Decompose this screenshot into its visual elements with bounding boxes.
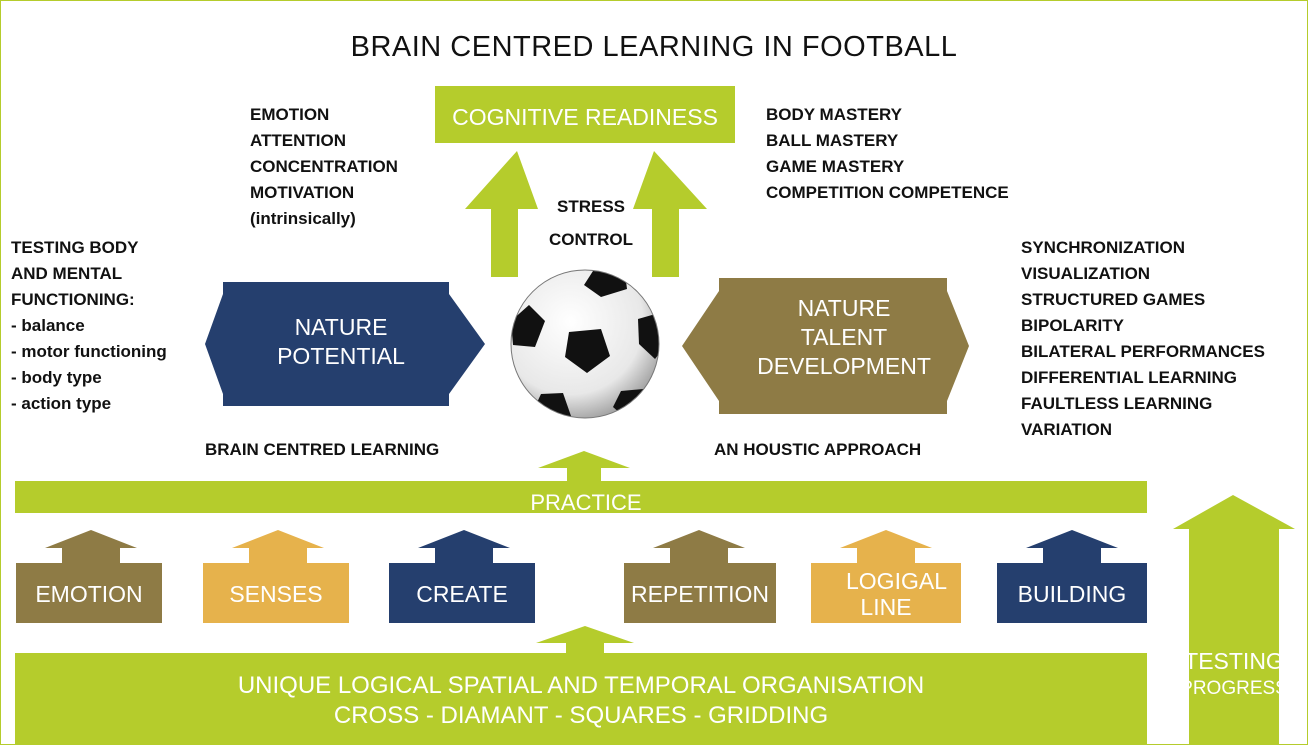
pillar-create-label: CREATE xyxy=(416,581,508,607)
pillar-senses-label: SENSES xyxy=(229,581,323,607)
list-item: FAULTLESS LEARNING xyxy=(1021,394,1213,413)
list-item: BALL MASTERY xyxy=(766,131,899,150)
stress-control-label: STRESS CONTROL xyxy=(548,197,634,249)
pillar-arrows xyxy=(16,530,1147,623)
methods-list: SYNCHRONIZATION VISUALIZATION STRUCTURED… xyxy=(1021,235,1265,443)
diagram-title: BRAIN CENTRED LEARNING IN FOOTBALL xyxy=(350,31,958,63)
nature-talent-label: NATURE TALENT DEVELOPMENT xyxy=(757,295,931,379)
list-item: MOTIVATION xyxy=(250,183,355,202)
pillar-logical-line-label: LOGIGAL LINE xyxy=(846,568,947,620)
list-item: GAME MASTERY xyxy=(766,157,905,176)
testing-progress-arrow xyxy=(1173,495,1295,744)
practice-up-arrow xyxy=(538,451,630,481)
brain-centred-caption: BRAIN CENTRED LEARNING xyxy=(205,440,440,459)
practice-label: PRACTICE xyxy=(530,490,642,515)
cognitive-factors-list: EMOTION ATTENTION CONCENTRATION MOTIVATI… xyxy=(250,102,398,232)
list-item: - action type xyxy=(11,394,112,413)
cognitive-readiness-label: COGNITIVE READINESS xyxy=(452,104,718,130)
list-item: - balance xyxy=(11,316,85,335)
list-item: (intrinsically) xyxy=(250,209,356,228)
list-item: - body type xyxy=(11,368,102,387)
cognitive-readiness-box xyxy=(435,86,735,143)
list-item: COMPETITION COMPETENCE xyxy=(766,183,1009,202)
left-up-arrow xyxy=(465,151,538,277)
approach-caption: AN HOUSTIC APPROACH xyxy=(714,440,922,459)
list-item: VISUALIZATION xyxy=(1021,264,1151,283)
list-item: ATTENTION xyxy=(250,131,347,150)
list-item: VARIATION xyxy=(1021,420,1112,439)
pillar-emotion-label: EMOTION xyxy=(35,581,143,607)
list-item: FUNCTIONING: xyxy=(11,290,135,309)
soccer-ball-icon xyxy=(510,269,660,419)
testing-body-list: TESTING BODY AND MENTAL FUNCTIONING: - b… xyxy=(11,235,167,417)
list-item: BODY MASTERY xyxy=(766,105,903,124)
pillar-repetition-label: REPETITION xyxy=(630,581,769,607)
list-item: DIFFERENTIAL LEARNING xyxy=(1021,368,1237,387)
list-item: EMOTION xyxy=(250,105,330,124)
base-label: UNIQUE LOGICAL SPATIAL AND TEMPORAL ORGA… xyxy=(237,672,925,729)
list-item: - motor functioning xyxy=(11,342,167,361)
testing-progress-label: TESTING PROGRESS xyxy=(1180,648,1288,699)
list-item: AND MENTAL xyxy=(11,264,123,283)
pillar-building-label: BUILDING xyxy=(1017,581,1127,607)
base-bar xyxy=(15,653,1147,744)
list-item: BIPOLARITY xyxy=(1021,316,1124,335)
base-up-arrow xyxy=(536,626,634,653)
right-up-arrow xyxy=(633,151,707,277)
list-item: SYNCHRONIZATION xyxy=(1021,238,1186,257)
nature-potential-label: NATURE POTENTIAL xyxy=(277,314,405,369)
practice-bar xyxy=(15,481,1147,513)
nature-talent-shape xyxy=(682,278,969,414)
list-item: TESTING BODY xyxy=(11,238,139,257)
list-item: BILATERAL PERFORMANCES xyxy=(1021,342,1265,361)
mastery-list: BODY MASTERY BALL MASTERY GAME MASTERY C… xyxy=(766,102,1009,206)
nature-potential-shape xyxy=(205,282,485,406)
list-item: CONCENTRATION xyxy=(250,157,398,176)
list-item: STRUCTURED GAMES xyxy=(1021,290,1206,309)
